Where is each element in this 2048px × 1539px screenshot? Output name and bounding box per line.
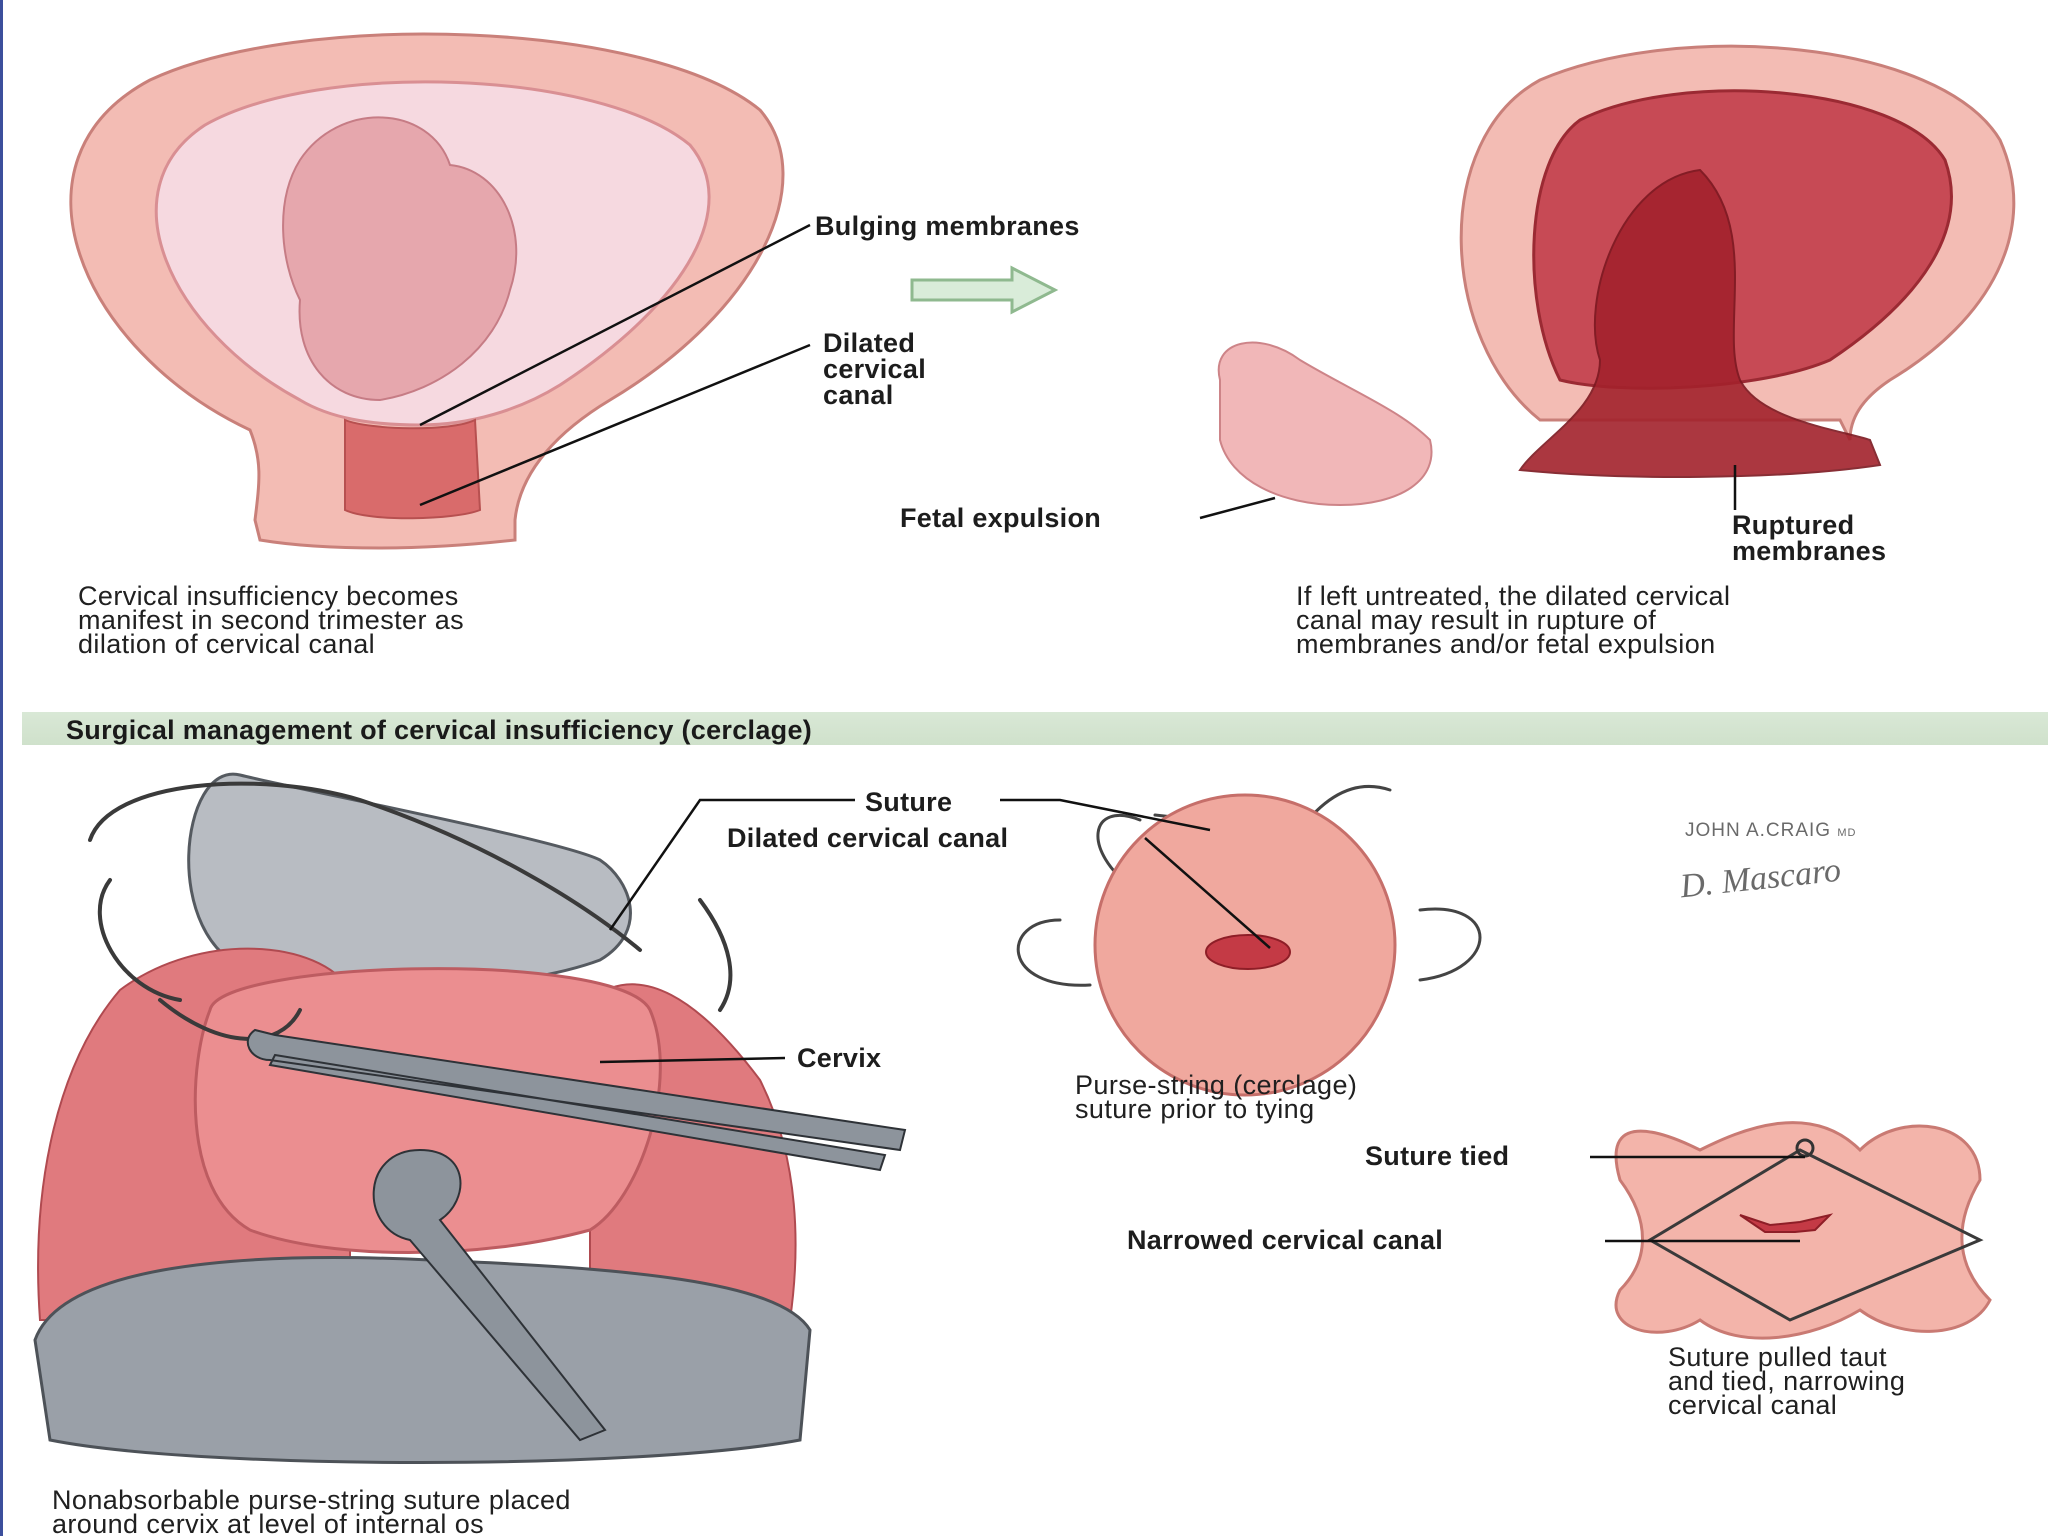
fetus [282, 116, 518, 402]
speculum-upper-blade [187, 772, 632, 990]
caption-purse-string-placement: Nonabsorbable purse-string suture placed… [52, 1485, 571, 1539]
cervix-suture-untied [1016, 784, 1482, 1097]
caption-prior-to-tying: Purse-string (cerclage) suture prior to … [1075, 1070, 1358, 1124]
caption-suture-pulled-taut: Suture pulled taut and tied, narrowing c… [1668, 1342, 1906, 1420]
artist-signature-craig: JOHN A.CRAIG MD [1685, 820, 1856, 842]
label-dilated-cervical-canal-2: Dilated cervical canal [727, 823, 1009, 853]
leader-line [608, 798, 855, 931]
uterus-bulging-membranes [69, 32, 785, 550]
label-suture: Suture [865, 787, 953, 817]
leader-line [599, 1056, 786, 1064]
ruptured-membranes [1518, 168, 1882, 478]
section-header-band [22, 712, 2048, 745]
leader-line [1199, 496, 1276, 520]
label-dilated-cervical-canal: Dilated cervical canal [823, 328, 926, 410]
caption-untreated: If left untreated, the dilated cervical … [1296, 581, 1731, 659]
progression-arrow-icon [910, 265, 1059, 315]
section-title: Surgical management of cervical insuffic… [66, 715, 813, 745]
label-fetal-expulsion: Fetal expulsion [900, 503, 1102, 533]
signature-suffix: MD [1837, 827, 1857, 839]
caption-cervical-insufficiency: Cervical insufficiency becomes manifest … [78, 581, 465, 659]
narrowed-cervical-canal [1739, 1213, 1834, 1233]
signature-name: JOHN A.CRAIG [1685, 820, 1832, 841]
speculum-lower-blade [33, 1256, 812, 1464]
leader-lines [419, 223, 1805, 1243]
needle-holder [246, 1028, 907, 1172]
label-narrowed-cervical-canal: Narrowed cervical canal [1127, 1225, 1444, 1255]
leader-line [419, 343, 811, 507]
cervix-suture-tied [1614, 1121, 1992, 1340]
tenaculum [372, 1148, 607, 1442]
suture-thread [88, 781, 733, 1041]
suture-thread [1647, 1148, 1984, 1322]
label-cervix: Cervix [797, 1043, 882, 1073]
label-ruptured-membranes: Ruptured membranes [1732, 510, 1887, 566]
cervix [344, 418, 482, 520]
label-bulging-membranes: Bulging membranes [815, 211, 1080, 241]
dilated-cervical-canal [1205, 934, 1291, 970]
expelled-fetus [1217, 341, 1433, 507]
leader-line [1144, 837, 1271, 949]
uterus-ruptured-membranes [1217, 44, 2016, 507]
leader-line [1000, 798, 1211, 832]
cerclage-procedure [33, 772, 907, 1464]
leader-line [419, 223, 811, 427]
left-edge-bar [0, 0, 3, 1536]
label-suture-tied: Suture tied [1365, 1141, 1510, 1171]
